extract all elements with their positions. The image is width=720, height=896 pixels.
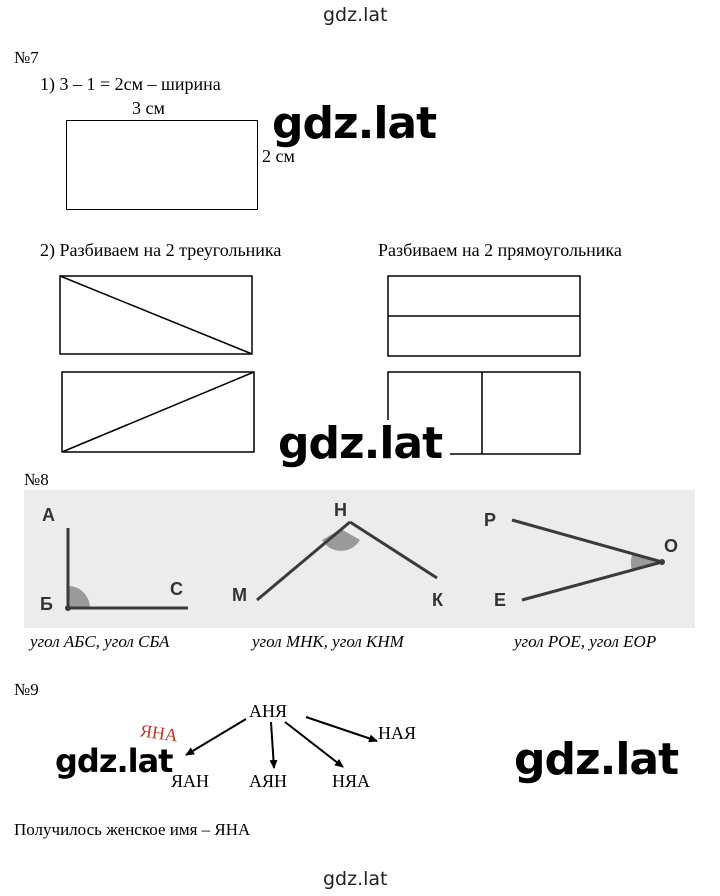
task-9-number: №9	[14, 680, 39, 699]
caption-angle-roe: угол РОЕ, угол ЕОР	[514, 632, 657, 651]
rectangle-split-triangles-2	[61, 371, 255, 453]
label-m: М	[232, 585, 247, 605]
label-e: Е	[494, 590, 507, 610]
watermark-big-4: gdz.lat	[514, 734, 679, 785]
caption-angle-mnk: угол МНК, угол КНМ	[252, 632, 404, 651]
label-a: А	[42, 505, 55, 525]
rectangle-length-label: 3 см	[132, 98, 165, 118]
label-k: К	[432, 590, 443, 610]
task-9-conclusion: Получилось женское имя – ЯНА	[14, 820, 251, 839]
label-n: Н	[334, 500, 347, 520]
arrow-to-naya	[305, 716, 378, 743]
angle-roe	[511, 518, 665, 602]
watermark-backdrop-3	[52, 744, 168, 786]
watermark-backdrop	[270, 420, 450, 472]
watermark-top: gdz.lat	[323, 4, 388, 26]
rectangle-split-rectangles-2	[387, 371, 581, 455]
arrow-to-ayan	[269, 721, 278, 769]
word-naya: НАЯ	[378, 723, 417, 743]
task-7-step-2-triangles: 2) Разбиваем на 2 треугольника	[40, 240, 282, 260]
rectangle-width-label: 2 см	[262, 146, 295, 166]
word-root: АНЯ	[249, 701, 288, 721]
watermark-big-2: gdz.lat	[278, 418, 443, 469]
angles-photo	[24, 490, 695, 628]
word-nyaa: НЯА	[332, 771, 371, 791]
arrow-to-yaan	[185, 718, 247, 756]
caption-angle-abc: угол АБС, угол СБА	[30, 632, 170, 651]
watermark-bottom: gdz.lat	[323, 868, 388, 890]
word-ayan: АЯН	[249, 771, 288, 791]
rectangle-split-triangles-1	[59, 275, 253, 355]
watermark-big-3: gdz.lat	[55, 742, 173, 780]
watermark-big-1: gdz.lat	[272, 98, 437, 149]
word-yaan: ЯАН	[171, 771, 210, 791]
angle-abc	[65, 528, 188, 611]
label-o: О	[664, 536, 679, 556]
label-c: С	[170, 579, 183, 599]
label-b: Б	[40, 594, 53, 614]
rectangle-split-rectangles-1	[387, 275, 581, 357]
label-r: Р	[484, 510, 497, 530]
task-7-number: №7	[14, 48, 39, 67]
arrow-to-nyaa	[284, 721, 344, 768]
task-7-step-2-rectangles: Разбиваем на 2 прямоугольника	[378, 240, 622, 260]
angle-mnk	[256, 520, 438, 602]
rectangle-3x2	[66, 120, 258, 210]
task-7-step-1: 1) 3 – 1 = 2см – ширина	[40, 74, 221, 94]
task-8-number: №8	[24, 470, 49, 489]
